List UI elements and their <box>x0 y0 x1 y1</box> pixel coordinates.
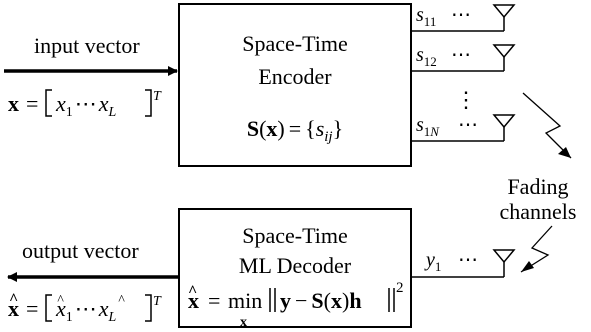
svg-text:=: = <box>26 91 38 116</box>
svg-text:x: x <box>188 288 199 313</box>
tx-output-2: s12 ⋯ <box>411 44 516 72</box>
decoder-title-line2: ML Decoder <box>239 253 352 278</box>
input-formula: x = x1⋯xL T <box>8 89 162 120</box>
svg-text:=: = <box>208 288 220 313</box>
svg-text:⋯: ⋯ <box>458 249 478 271</box>
antenna-icon <box>492 249 516 264</box>
svg-text:⋯: ⋯ <box>451 44 471 66</box>
svg-text:^: ^ <box>188 283 197 300</box>
svg-text:2: 2 <box>396 280 404 296</box>
encoder-formula: S(x)={sij} <box>247 116 343 145</box>
tx-output-N: s1N ⋯ <box>411 114 516 142</box>
decoder-title-line1: Space-Time <box>242 223 348 248</box>
rx-input-1: y1 ⋯ <box>411 249 516 278</box>
encoder-title-line2: Encoder <box>258 64 332 89</box>
tx-vertical-dots: ⋮ <box>455 87 477 112</box>
svg-text:⋯: ⋯ <box>458 114 478 136</box>
encoder-title-line1: Space-Time <box>242 31 348 56</box>
svg-text:S(x)={sij}: S(x)={sij} <box>247 116 343 145</box>
svg-text:x1⋯xL: x1⋯xL <box>55 296 117 325</box>
svg-text:y−S(x)h: y−S(x)h <box>280 288 362 313</box>
svg-text:T: T <box>153 294 162 309</box>
svg-text:y1: y1 <box>424 249 441 274</box>
lightning-icon <box>522 92 572 159</box>
svg-text:s11: s11 <box>416 4 436 29</box>
svg-text:^: ^ <box>9 291 18 308</box>
channel-label-line2: channels <box>500 199 577 224</box>
antenna-icon <box>492 114 516 129</box>
svg-text:x: x <box>8 91 19 116</box>
lightning-icon <box>520 225 553 273</box>
svg-text:x: x <box>8 296 19 321</box>
svg-text:^: ^ <box>118 293 125 308</box>
svg-text:^: ^ <box>57 293 64 308</box>
channel-label-line1: Fading <box>507 174 568 199</box>
output-label: output vector <box>22 238 139 263</box>
tx-output-1: s11 ⋯ <box>411 4 516 32</box>
decoder-formula: x ^ = min x y−S(x)h 2 <box>188 280 404 330</box>
svg-text:=: = <box>26 296 38 321</box>
svg-text:s12: s12 <box>416 44 437 69</box>
svg-text:s1N: s1N <box>416 114 440 139</box>
svg-text:min: min <box>228 288 262 313</box>
svg-text:x1⋯xL: x1⋯xL <box>55 91 117 120</box>
svg-text:⋯: ⋯ <box>451 4 471 26</box>
antenna-icon <box>492 4 516 19</box>
output-formula: x ^ = x1⋯xL ^ ^ T <box>8 291 162 325</box>
svg-text:x: x <box>240 315 247 330</box>
decoder-block <box>178 208 412 328</box>
input-label: input vector <box>34 33 140 58</box>
antenna-icon <box>492 44 516 59</box>
encoder-block <box>178 3 412 167</box>
svg-text:T: T <box>153 89 162 104</box>
